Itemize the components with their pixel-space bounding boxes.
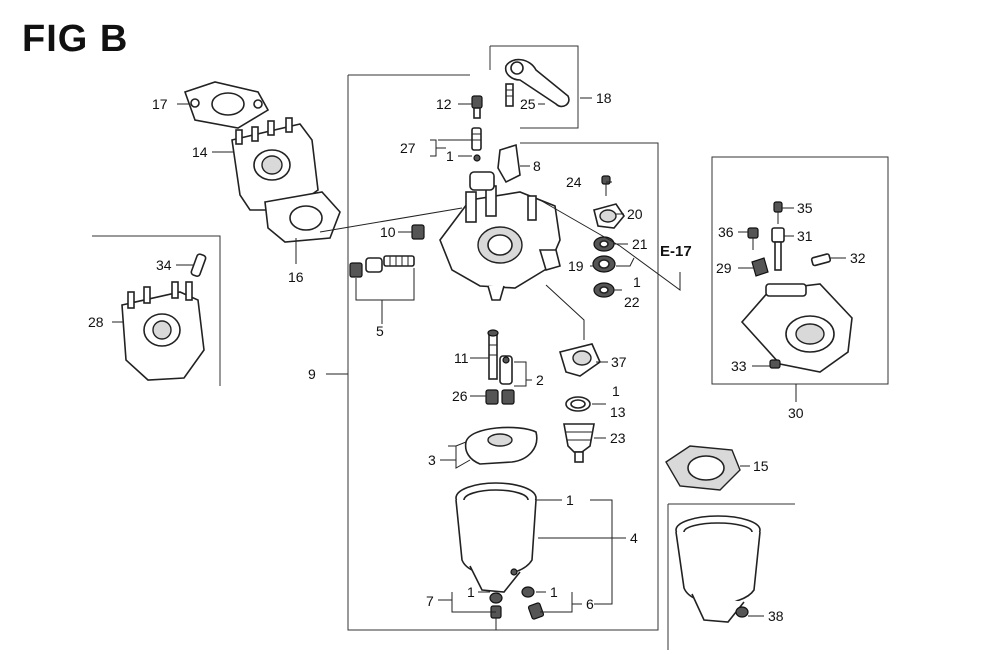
callout-35: 35 (797, 200, 813, 216)
callout-27: 27 (400, 140, 416, 156)
screw-25 (505, 83, 514, 107)
insulator-14 (231, 117, 319, 211)
callout-labels: 17 14 16 28 34 12 27 1 8 25 18 10 5 9 11… (88, 90, 866, 624)
callout-18: 18 (596, 90, 612, 106)
figure-title: FIG B (22, 18, 129, 60)
callout-24: 24 (566, 174, 582, 190)
screw-12 (471, 95, 483, 119)
screw-36 (747, 227, 759, 250)
callout-10: 10 (380, 224, 396, 240)
gasket-17 (183, 81, 270, 129)
callout-1-e: 1 (467, 584, 475, 600)
callout-36: 36 (718, 224, 734, 240)
callout-14: 14 (192, 144, 208, 160)
callout-5: 5 (376, 323, 384, 339)
screw-33 (769, 359, 781, 369)
callout-15: 15 (753, 458, 769, 474)
callout-22: 22 (624, 294, 640, 310)
callout-32: 32 (850, 250, 866, 266)
callout-38: 38 (768, 608, 784, 624)
callout-1-b: 1 (633, 274, 641, 290)
callout-34: 34 (156, 257, 172, 273)
o-ring-13 (565, 396, 591, 412)
callout-1-a: 1 (446, 148, 454, 164)
callout-31: 31 (797, 228, 813, 244)
callout-26: 26 (452, 388, 468, 404)
callout-23: 23 (610, 430, 626, 446)
callout-13: 13 (610, 404, 626, 420)
screw-35 (773, 201, 783, 224)
solenoid-37 (558, 343, 601, 377)
callout-29: 29 (716, 260, 732, 276)
float-bowl-38 (675, 515, 761, 623)
pin-34 (190, 253, 207, 278)
callout-11: 11 (454, 350, 469, 366)
nut-10 (411, 224, 425, 240)
callout-20: 20 (627, 206, 643, 222)
main-jet-11 (487, 329, 499, 380)
callout-37: 37 (611, 354, 627, 370)
callout-21: 21 (632, 236, 648, 252)
callout-9: 9 (308, 366, 316, 382)
fitting-31 (771, 227, 785, 271)
lever-18 (504, 58, 570, 108)
callout-16: 16 (288, 269, 304, 285)
callout-33: 33 (731, 358, 747, 374)
insulator-28 (121, 281, 205, 381)
washer-21 (593, 236, 615, 252)
bolt-6 (521, 586, 545, 620)
callout-7: 7 (426, 593, 434, 609)
callout-1-c: 1 (612, 383, 620, 399)
screw-27 (471, 127, 482, 162)
reference-e17: E-17 (660, 243, 692, 260)
choke-part-8 (497, 143, 521, 184)
callout-6: 6 (586, 596, 594, 612)
frame-lines (92, 45, 889, 650)
leader-lines (112, 97, 846, 617)
float-bowl-4 (455, 482, 537, 593)
pilot-screw-5 (349, 255, 415, 278)
callout-3: 3 (428, 452, 436, 468)
callout-30: 30 (788, 405, 804, 421)
callout-8: 8 (533, 158, 541, 174)
float-valve-23 (563, 423, 595, 463)
gasket-15 (665, 445, 741, 491)
drain-screw-7 (489, 592, 503, 630)
bracket-29 (751, 257, 769, 277)
nozzle-2 (499, 355, 513, 385)
callout-1-d: 1 (566, 492, 574, 508)
screw-24 (601, 175, 611, 196)
callout-28: 28 (88, 314, 104, 330)
jet-26 (485, 389, 515, 405)
carburetor-body (439, 171, 561, 301)
gasket-16 (264, 191, 341, 243)
callout-4: 4 (630, 530, 638, 546)
callout-12: 12 (436, 96, 452, 112)
callout-17: 17 (152, 96, 168, 112)
cap-20 (593, 203, 625, 229)
screw-32 (810, 253, 832, 267)
insulator-30 (740, 283, 853, 373)
callout-19: 19 (568, 258, 584, 274)
callout-25: 25 (520, 96, 536, 112)
valve-19 (592, 255, 616, 273)
washer-22 (593, 282, 615, 298)
callout-2: 2 (536, 372, 544, 388)
float-3 (464, 426, 538, 465)
callout-1-f: 1 (550, 584, 558, 600)
